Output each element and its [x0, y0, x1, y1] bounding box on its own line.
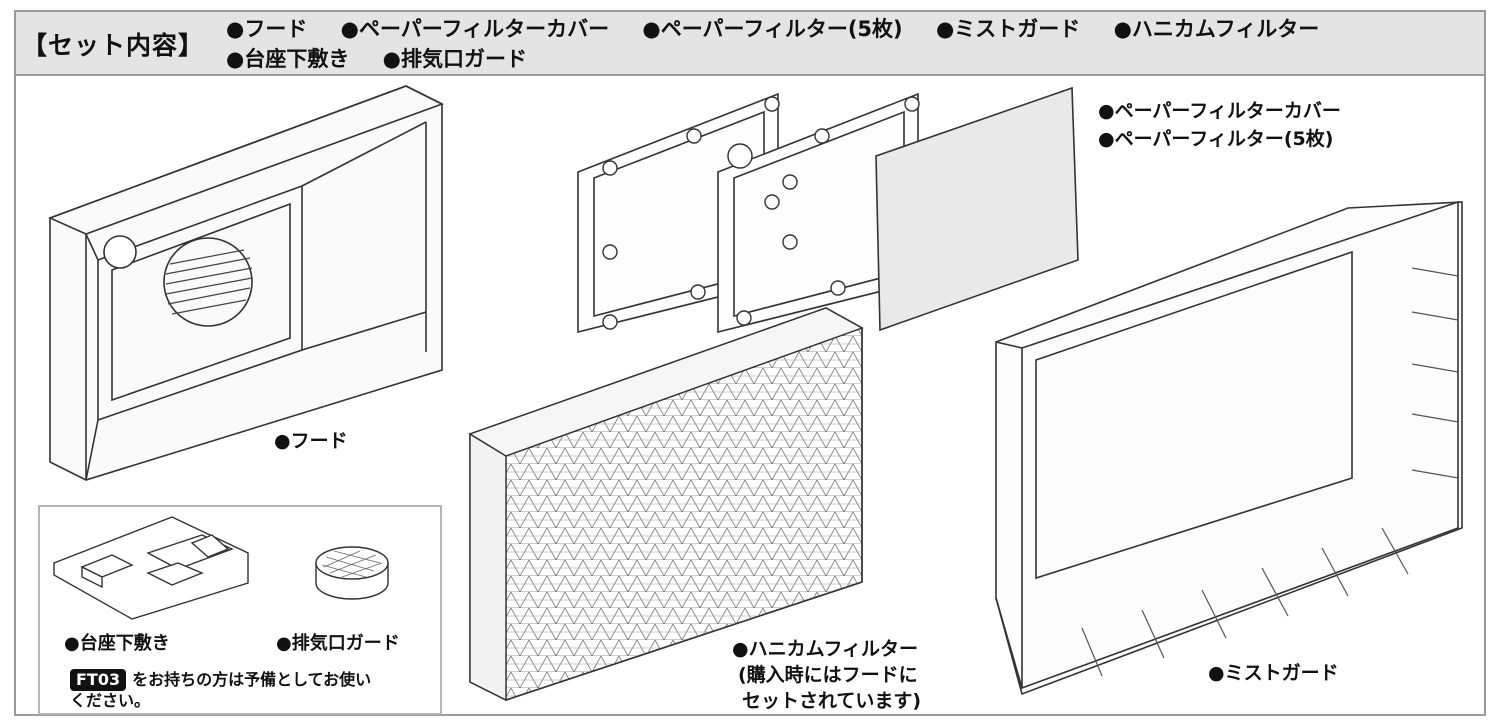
label-exhaust-guard: ●排気口ガード	[276, 633, 400, 654]
header-item-paper-filter: ●ペーパーフィルター(5枚)	[642, 17, 903, 41]
label-hood: ●フード	[274, 430, 348, 452]
hood-illustration	[47, 85, 445, 481]
label-base-sheet: ●台座下敷き	[64, 633, 170, 654]
set-contents-header: 【セット内容】 ●フード ●ペーパーフィルターカバー ●ペーパーフィルター(5枚…	[16, 12, 1484, 76]
header-title: 【セット内容】	[22, 31, 205, 60]
header-item-base-sheet: ●台座下敷き	[226, 47, 350, 71]
product-contents-panel: 【セット内容】 ●フード ●ペーパーフィルターカバー ●ペーパーフィルター(5枚…	[14, 10, 1486, 716]
base-sheet-illustration	[53, 516, 249, 620]
spare-note-line-1: をお持ちの方は予備としてお使い	[132, 670, 372, 689]
label-honeycomb-filter: ●ハニカムフィルター	[732, 638, 919, 660]
honeycomb-filter-illustration	[468, 307, 864, 702]
header-item-list: ●フード ●ペーパーフィルターカバー ●ペーパーフィルター(5枚) ●ミストガー…	[226, 14, 1476, 74]
label-honeycomb-note-2: セットされています)	[742, 690, 922, 712]
header-item-hood: ●フード	[226, 17, 308, 41]
product-code-badge: FT03	[70, 669, 127, 691]
exhaust-guard-illustration	[315, 546, 389, 600]
label-paper-filter: ●ペーパーフィルター(5枚)	[1098, 128, 1334, 150]
header-item-honeycomb: ●ハニカムフィルター	[1113, 17, 1320, 41]
header-item-paper-cover: ●ペーパーフィルターカバー	[340, 17, 610, 41]
spare-note: FT03 をお持ちの方は予備としてお使い ください。	[70, 669, 440, 711]
header-item-exhaust-guard: ●排気口ガード	[382, 47, 527, 71]
label-honeycomb-note-1: (購入時にはフードに	[738, 664, 918, 686]
mist-guard-illustration	[995, 200, 1463, 696]
paper-filter-illustration	[875, 86, 1079, 332]
label-paper-filter-cover: ●ペーパーフィルターカバー	[1098, 100, 1341, 122]
header-item-mist-guard: ●ミストガード	[935, 17, 1081, 41]
spare-note-line-2: ください。	[70, 691, 151, 710]
paper-filter-cover-illustration	[577, 92, 920, 334]
accessories-box: ●台座下敷き ●排気口ガード FT03 をお持ちの方は予備としてお使い ください。	[38, 505, 442, 715]
label-mist-guard: ●ミストガード	[1208, 662, 1339, 684]
